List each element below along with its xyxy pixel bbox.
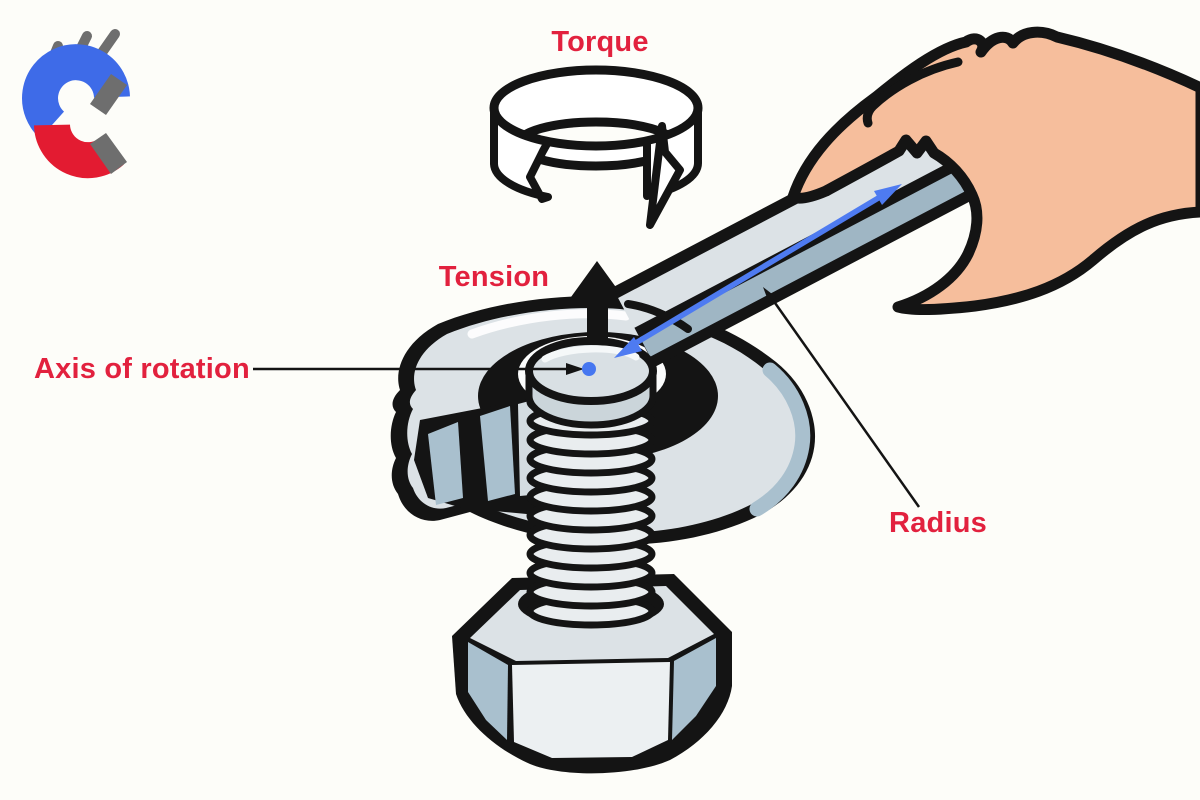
wrench-head-side-face [749,362,811,517]
tension-arrow-icon [571,261,623,341]
wrench-handle-top-face [618,131,950,329]
wrench-handle-seam [624,300,692,333]
nut-left-face [468,642,508,740]
wrench-jaw-prong-face [480,406,515,501]
wrench-jaw-prong-face [428,422,463,505]
thumb-crease-line [862,57,963,128]
magnet-pole-tip [90,133,127,174]
axis-pointer-arrowhead [566,363,584,375]
radius-arrowhead-inner [614,337,642,358]
hand-silhouette [787,26,1200,316]
radius-arrow-shaft [632,194,882,347]
radius-double-arrow [614,184,902,358]
radius-pointer-line [766,292,921,508]
radius-pointer [763,287,921,508]
torque-ribbon-arrowhead [646,122,684,229]
tension-label: Tension [438,261,550,293]
radius-pointer-arrowhead [763,287,776,303]
hand-gripping-wrench [787,26,1200,316]
magnet-pole-tip [90,74,127,115]
nut-right-face [672,638,716,740]
nut-front-face [512,662,670,758]
magnet-blue-arc [22,44,130,139]
torque-label: Torque [551,26,649,58]
torque-rotation-arrow-icon [489,65,703,229]
wrench-handle-side-face [639,171,967,357]
wrench-highlight [467,309,631,339]
torque-ribbon-tail [490,105,552,203]
axis-dot [582,362,596,376]
radius-arrowhead-outer [874,184,902,205]
axis-of-rotation-pointer [253,362,596,376]
radius-label: Radius [889,507,987,539]
axis-of-rotation-label: Axis of rotation [34,353,250,385]
bolt-head [525,337,657,429]
brand-logo-magnet-icon [22,29,130,179]
